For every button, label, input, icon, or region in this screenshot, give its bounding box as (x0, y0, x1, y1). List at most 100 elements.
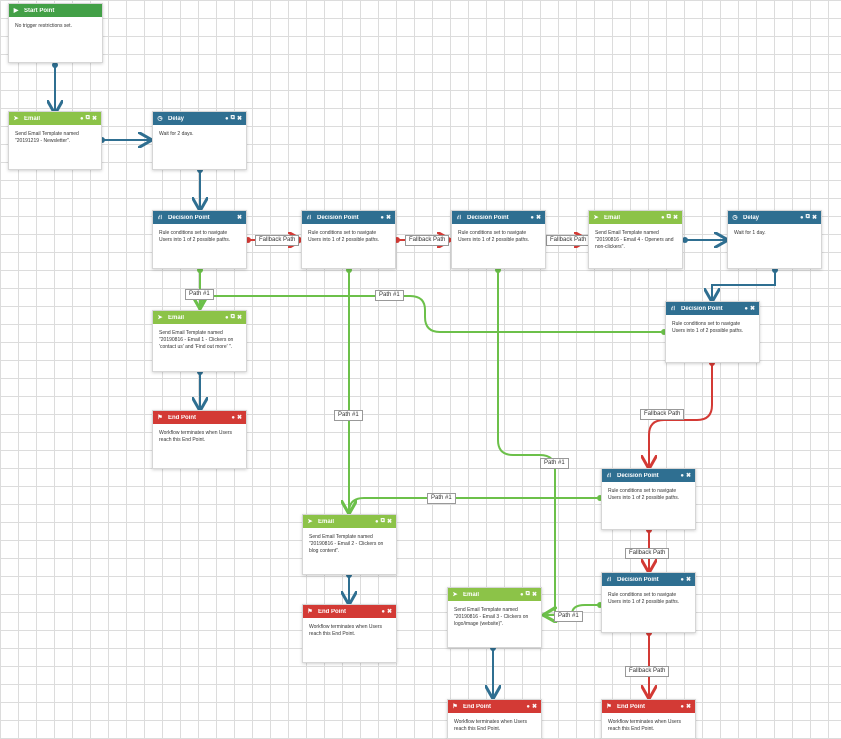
info-icon[interactable]: ● (381, 608, 385, 615)
start-point-node[interactable]: ▶Start Point No trigger restrictions set… (8, 3, 103, 63)
flag-icon: ⚑ (606, 704, 612, 710)
play-icon: ▶ (13, 8, 19, 14)
info-icon[interactable]: ● (526, 703, 530, 710)
close-icon[interactable]: ✖ (685, 577, 691, 583)
node-title: Decision Point (168, 214, 210, 221)
info-icon[interactable]: ● (680, 703, 684, 710)
email-node[interactable]: ➤Email●⧉✖ Send Email Template named "201… (152, 310, 247, 372)
close-icon[interactable]: ✖ (685, 704, 691, 710)
info-icon[interactable]: ● (231, 414, 235, 421)
node-title: Decision Point (681, 305, 723, 312)
copy-icon[interactable]: ⧉ (666, 214, 671, 220)
node-body: Send Email Template named "20190816 - Em… (309, 534, 384, 554)
copy-icon[interactable]: ⧉ (230, 314, 235, 320)
info-icon[interactable]: ● (80, 115, 84, 122)
end-point-node[interactable]: ⚑End Point●✖ Workflow terminates when Us… (601, 699, 696, 739)
close-icon[interactable]: ✖ (811, 215, 817, 221)
blue-connectors (55, 65, 776, 697)
fallback-path-label[interactable]: Fallback Path (546, 235, 591, 246)
decision-point-node[interactable]: ⛙Decision Point●✖ Rule conditions set to… (301, 210, 396, 269)
node-body: Rule conditions set to navigate Users in… (308, 230, 380, 243)
wire-delay2-dp4 (712, 270, 776, 300)
close-icon[interactable]: ✖ (236, 215, 242, 221)
node-body: Send Email Template named "20190816 - Em… (595, 230, 674, 250)
node-title: Email (318, 518, 335, 525)
sitemap-icon: ⛙ (306, 214, 312, 221)
path-1-label[interactable]: Path #1 (185, 289, 214, 300)
path-1-label[interactable]: Path #1 (540, 458, 569, 469)
green-connectors (200, 270, 664, 615)
close-icon[interactable]: ✖ (236, 415, 242, 421)
delay-node[interactable]: ◷Delay●⧉✖ Wait for 2 days. (152, 111, 247, 170)
info-icon[interactable]: ● (680, 472, 684, 479)
email-node[interactable]: ➤ Email ●⧉✖ Send Email Template named "201… (588, 210, 683, 269)
close-icon[interactable]: ✖ (91, 116, 97, 122)
close-icon[interactable]: ✖ (531, 704, 537, 710)
close-icon[interactable]: ✖ (386, 519, 392, 525)
close-icon[interactable]: ✖ (386, 609, 392, 615)
node-title: Decision Point (617, 576, 659, 583)
info-icon[interactable]: ● (800, 214, 804, 221)
send-icon: ➤ (593, 215, 599, 221)
node-title: End Point (318, 608, 346, 615)
path-1-label[interactable]: Path #1 (554, 611, 583, 622)
close-icon[interactable]: ✖ (236, 116, 242, 122)
path-1-label[interactable]: Path #1 (427, 493, 456, 504)
fallback-path-label[interactable]: Fallback Path (625, 666, 670, 677)
email-node[interactable]: ➤Email●⧉✖ Send Email Template named "201… (447, 587, 542, 648)
decision-point-node[interactable]: ⛙Decision Point●✖ Rule conditions set to… (665, 301, 760, 363)
node-body: Rule conditions set to navigate Users in… (608, 488, 680, 501)
close-icon[interactable]: ✖ (535, 215, 541, 221)
end-point-node[interactable]: ⚑End Point●✖ Workflow terminates when Us… (302, 604, 397, 663)
email-node[interactable]: ➤Email●⧉✖ Send Email Template named "201… (8, 111, 102, 170)
fallback-path-label[interactable]: Fallback Path (625, 548, 670, 559)
close-icon[interactable]: ✖ (749, 306, 755, 312)
fallback-path-label[interactable]: Fallback Path (255, 235, 300, 246)
info-icon[interactable]: ● (744, 305, 748, 312)
decision-point-node[interactable]: ⛙Decision Point●✖ Rule conditions set to… (601, 468, 696, 530)
copy-icon[interactable]: ⧉ (380, 518, 385, 524)
info-icon[interactable]: ● (661, 214, 665, 221)
path-1-label[interactable]: Path #1 (334, 410, 363, 421)
copy-icon[interactable]: ⧉ (805, 214, 810, 220)
info-icon[interactable]: ● (375, 518, 379, 525)
node-body: Workflow terminates when Users reach thi… (159, 430, 232, 443)
copy-icon[interactable]: ⧉ (85, 115, 90, 121)
sitemap-icon: ⛙ (606, 472, 612, 479)
decision-point-node[interactable]: ⛙Decision Point●✖ Rule conditions set to… (601, 572, 696, 633)
delay-node[interactable]: ◷Delay●⧉✖ Wait for 1 day. (727, 210, 822, 269)
info-icon[interactable]: ● (680, 576, 684, 583)
close-icon[interactable]: ✖ (672, 215, 678, 221)
node-body: Wait for 1 day. (734, 230, 766, 236)
decision-point-node[interactable]: ⛙Decision Point●✖ Rule conditions set to… (451, 210, 546, 269)
fallback-path-label[interactable]: Fallback Path (405, 235, 450, 246)
close-icon[interactable]: ✖ (236, 315, 242, 321)
wire-dp4-dp5 (649, 363, 713, 467)
info-icon[interactable]: ● (530, 214, 534, 221)
decision-point-node[interactable]: ⛙Decision Point✖ Rule conditions set to … (152, 210, 247, 269)
sitemap-icon: ⛙ (456, 214, 462, 221)
info-icon[interactable]: ● (225, 115, 229, 122)
copy-icon[interactable]: ⧉ (230, 115, 235, 121)
wire-dp5-email2 (349, 497, 600, 512)
end-point-node[interactable]: ⚑End Point●✖ Workflow terminates when Us… (152, 410, 247, 469)
info-icon[interactable]: ● (520, 591, 524, 598)
close-icon[interactable]: ✖ (531, 592, 537, 598)
flag-icon: ⚑ (452, 704, 458, 710)
email-node[interactable]: ➤ Email ●⧉✖ Send Email Template named "201… (302, 514, 397, 575)
copy-icon[interactable]: ⧉ (525, 591, 530, 597)
clock-icon: ◷ (157, 116, 163, 122)
node-title: Email (604, 214, 621, 221)
node-body: Rule conditions set to navigate Users in… (608, 592, 680, 605)
path-1-label[interactable]: Path #1 (375, 290, 404, 301)
close-icon[interactable]: ✖ (685, 473, 691, 479)
sitemap-icon: ⛙ (670, 305, 676, 312)
fallback-path-label[interactable]: Fallback Path (640, 409, 685, 420)
end-point-node[interactable]: ⚑End Point●✖ Workflow terminates when Us… (447, 699, 542, 739)
send-icon: ➤ (307, 519, 313, 525)
info-icon[interactable]: ● (225, 314, 229, 321)
close-icon[interactable]: ✖ (385, 215, 391, 221)
info-icon[interactable]: ● (380, 214, 384, 221)
